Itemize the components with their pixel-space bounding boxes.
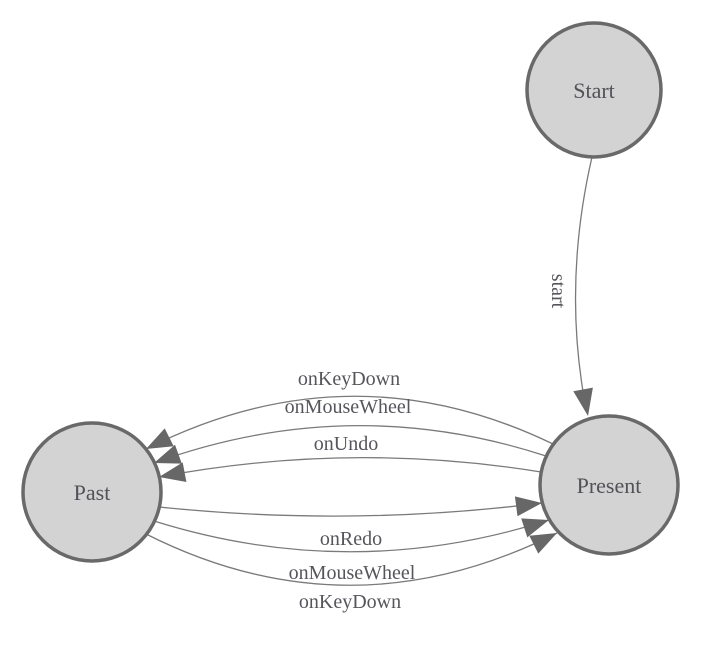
edge-label-onmousewheel-bottom: onMouseWheel (289, 562, 416, 584)
start-state-circle[interactable] (525, 21, 663, 159)
present-state-circle[interactable] (538, 414, 680, 556)
edge-past-to-present-onkeydown: onKeyDown (145, 532, 558, 613)
edge-label-onundo: onUndo (314, 433, 378, 455)
past-state-circle[interactable] (21, 421, 163, 563)
arrowhead-into-past-2 (154, 444, 182, 464)
edge-line (158, 457, 542, 478)
edge-label-onmousewheel-top: onMouseWheel (285, 396, 412, 418)
present-state-label: Present (577, 473, 642, 498)
edge-line (158, 502, 543, 517)
edge-start-to-present: start (547, 156, 593, 416)
node-past: Past (21, 421, 163, 563)
edge-line (145, 395, 554, 450)
arrowhead-into-present-2 (521, 518, 549, 538)
arrowhead-into-past-3 (159, 462, 187, 482)
edge-label-onredo: onRedo (320, 528, 382, 550)
edge-past-to-present-onmousewheel: onMouseWheel (153, 518, 550, 584)
edge-line (153, 425, 547, 464)
edge-line (145, 532, 558, 586)
edge-present-to-past-onkeydown: onKeyDown (145, 368, 554, 450)
edge-line (153, 519, 550, 553)
arrowhead-into-present-top (573, 387, 593, 416)
edge-line (574, 156, 593, 404)
node-present: Present (538, 414, 680, 556)
node-start: Start (525, 21, 663, 159)
edge-present-to-past-onmousewheel: onMouseWheel (153, 396, 547, 464)
past-state-label: Past (74, 480, 111, 505)
arrowhead-into-present-3 (529, 533, 557, 554)
edge-label-onkeydown-top: onKeyDown (298, 368, 400, 390)
edge-label-onkeydown-bottom: onKeyDown (299, 591, 401, 613)
edge-past-to-present-onredo: onRedo (158, 496, 543, 550)
arrowhead-into-present-1 (514, 496, 542, 517)
edge-present-to-past-onundo: onUndo (158, 433, 542, 482)
edge-label-start: start (547, 274, 569, 309)
arrowhead-into-past-1 (146, 428, 174, 449)
start-state-label: Start (573, 78, 615, 103)
